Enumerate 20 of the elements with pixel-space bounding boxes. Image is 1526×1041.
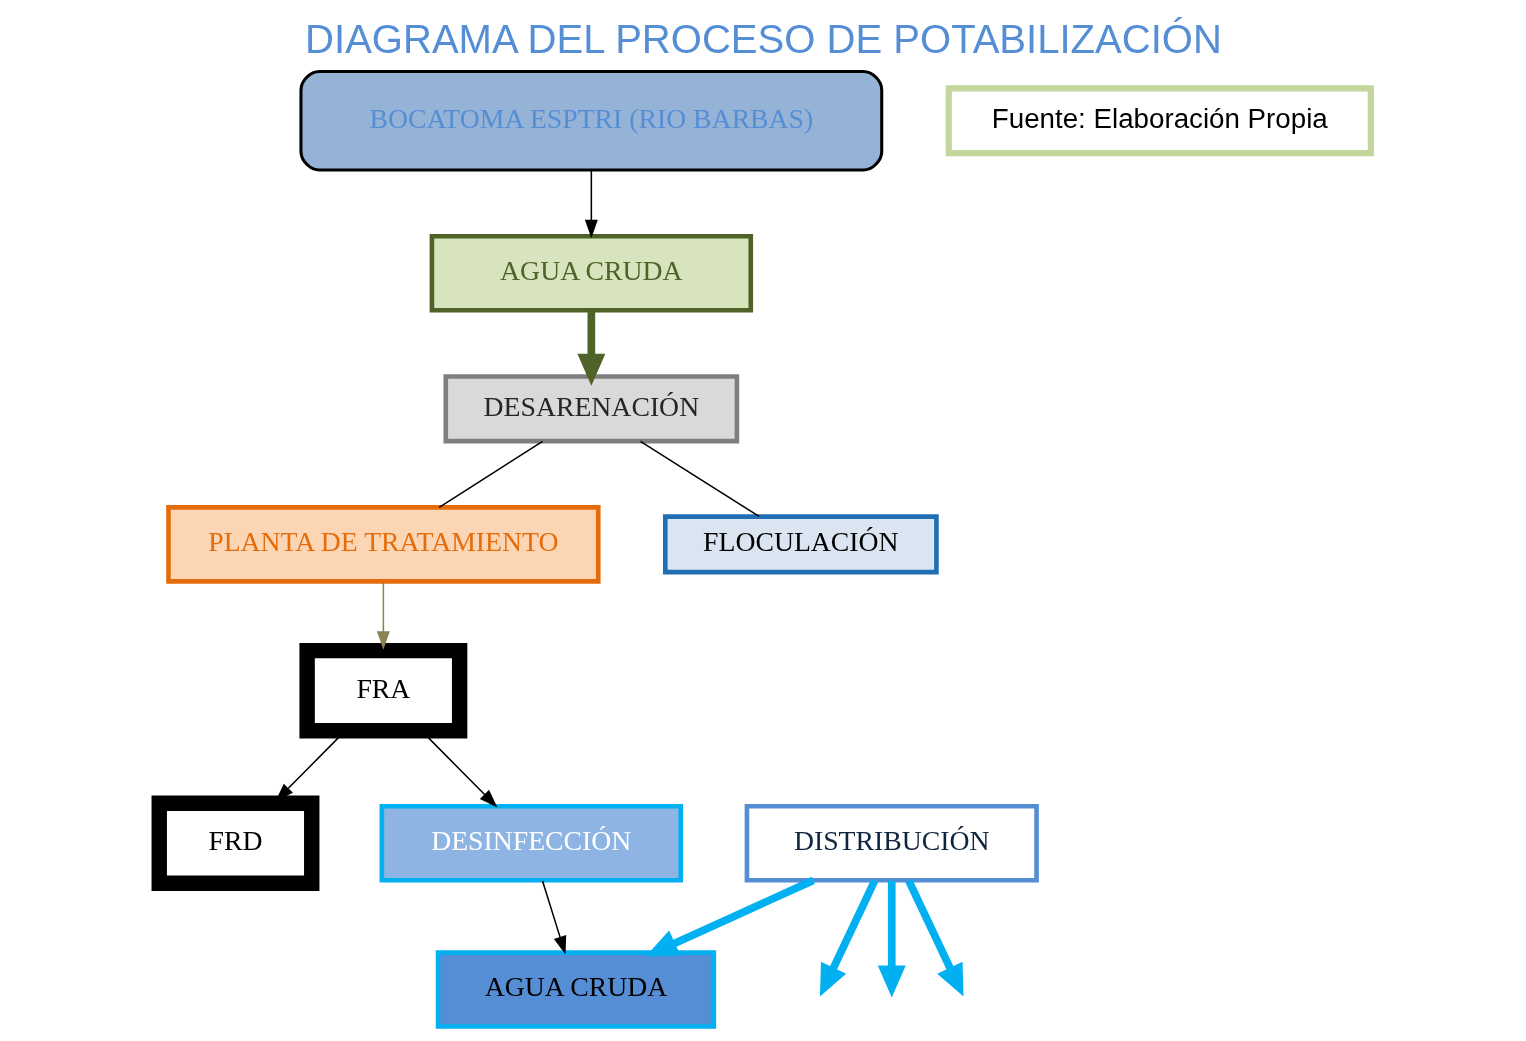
- arrow: [645, 876, 815, 957]
- node-box: Fuente: Elaboración Propia: [945, 85, 1374, 157]
- node-box: DESARENACIÓN: [442, 374, 739, 444]
- node-box: FRD: [151, 795, 319, 891]
- arrow: [376, 581, 390, 650]
- connector: [639, 440, 760, 518]
- node-box: BOCATOMA ESPTRI (RIO BARBAS): [298, 69, 883, 172]
- node-box: DISTRIBUCIÓN: [744, 803, 1039, 883]
- diagram-title: DIAGRAMA DEL PROCESO DE POTABILIZACIÓN: [304, 16, 1222, 61]
- arrow: [541, 880, 566, 955]
- node-box: FLOCULACIÓN: [662, 514, 939, 575]
- node-box: DESINFECCIÓN: [379, 803, 683, 883]
- connector: [437, 440, 543, 509]
- node-box: PLANTA DE TRATAMIENTO: [165, 505, 601, 584]
- node-box: AGUA CRUDA: [429, 233, 753, 313]
- arrow: [576, 310, 605, 386]
- arrow: [584, 169, 598, 239]
- node-box: AGUA CRUDA: [435, 950, 716, 1029]
- arrow: [877, 880, 906, 998]
- node-box: FRA: [298, 642, 467, 739]
